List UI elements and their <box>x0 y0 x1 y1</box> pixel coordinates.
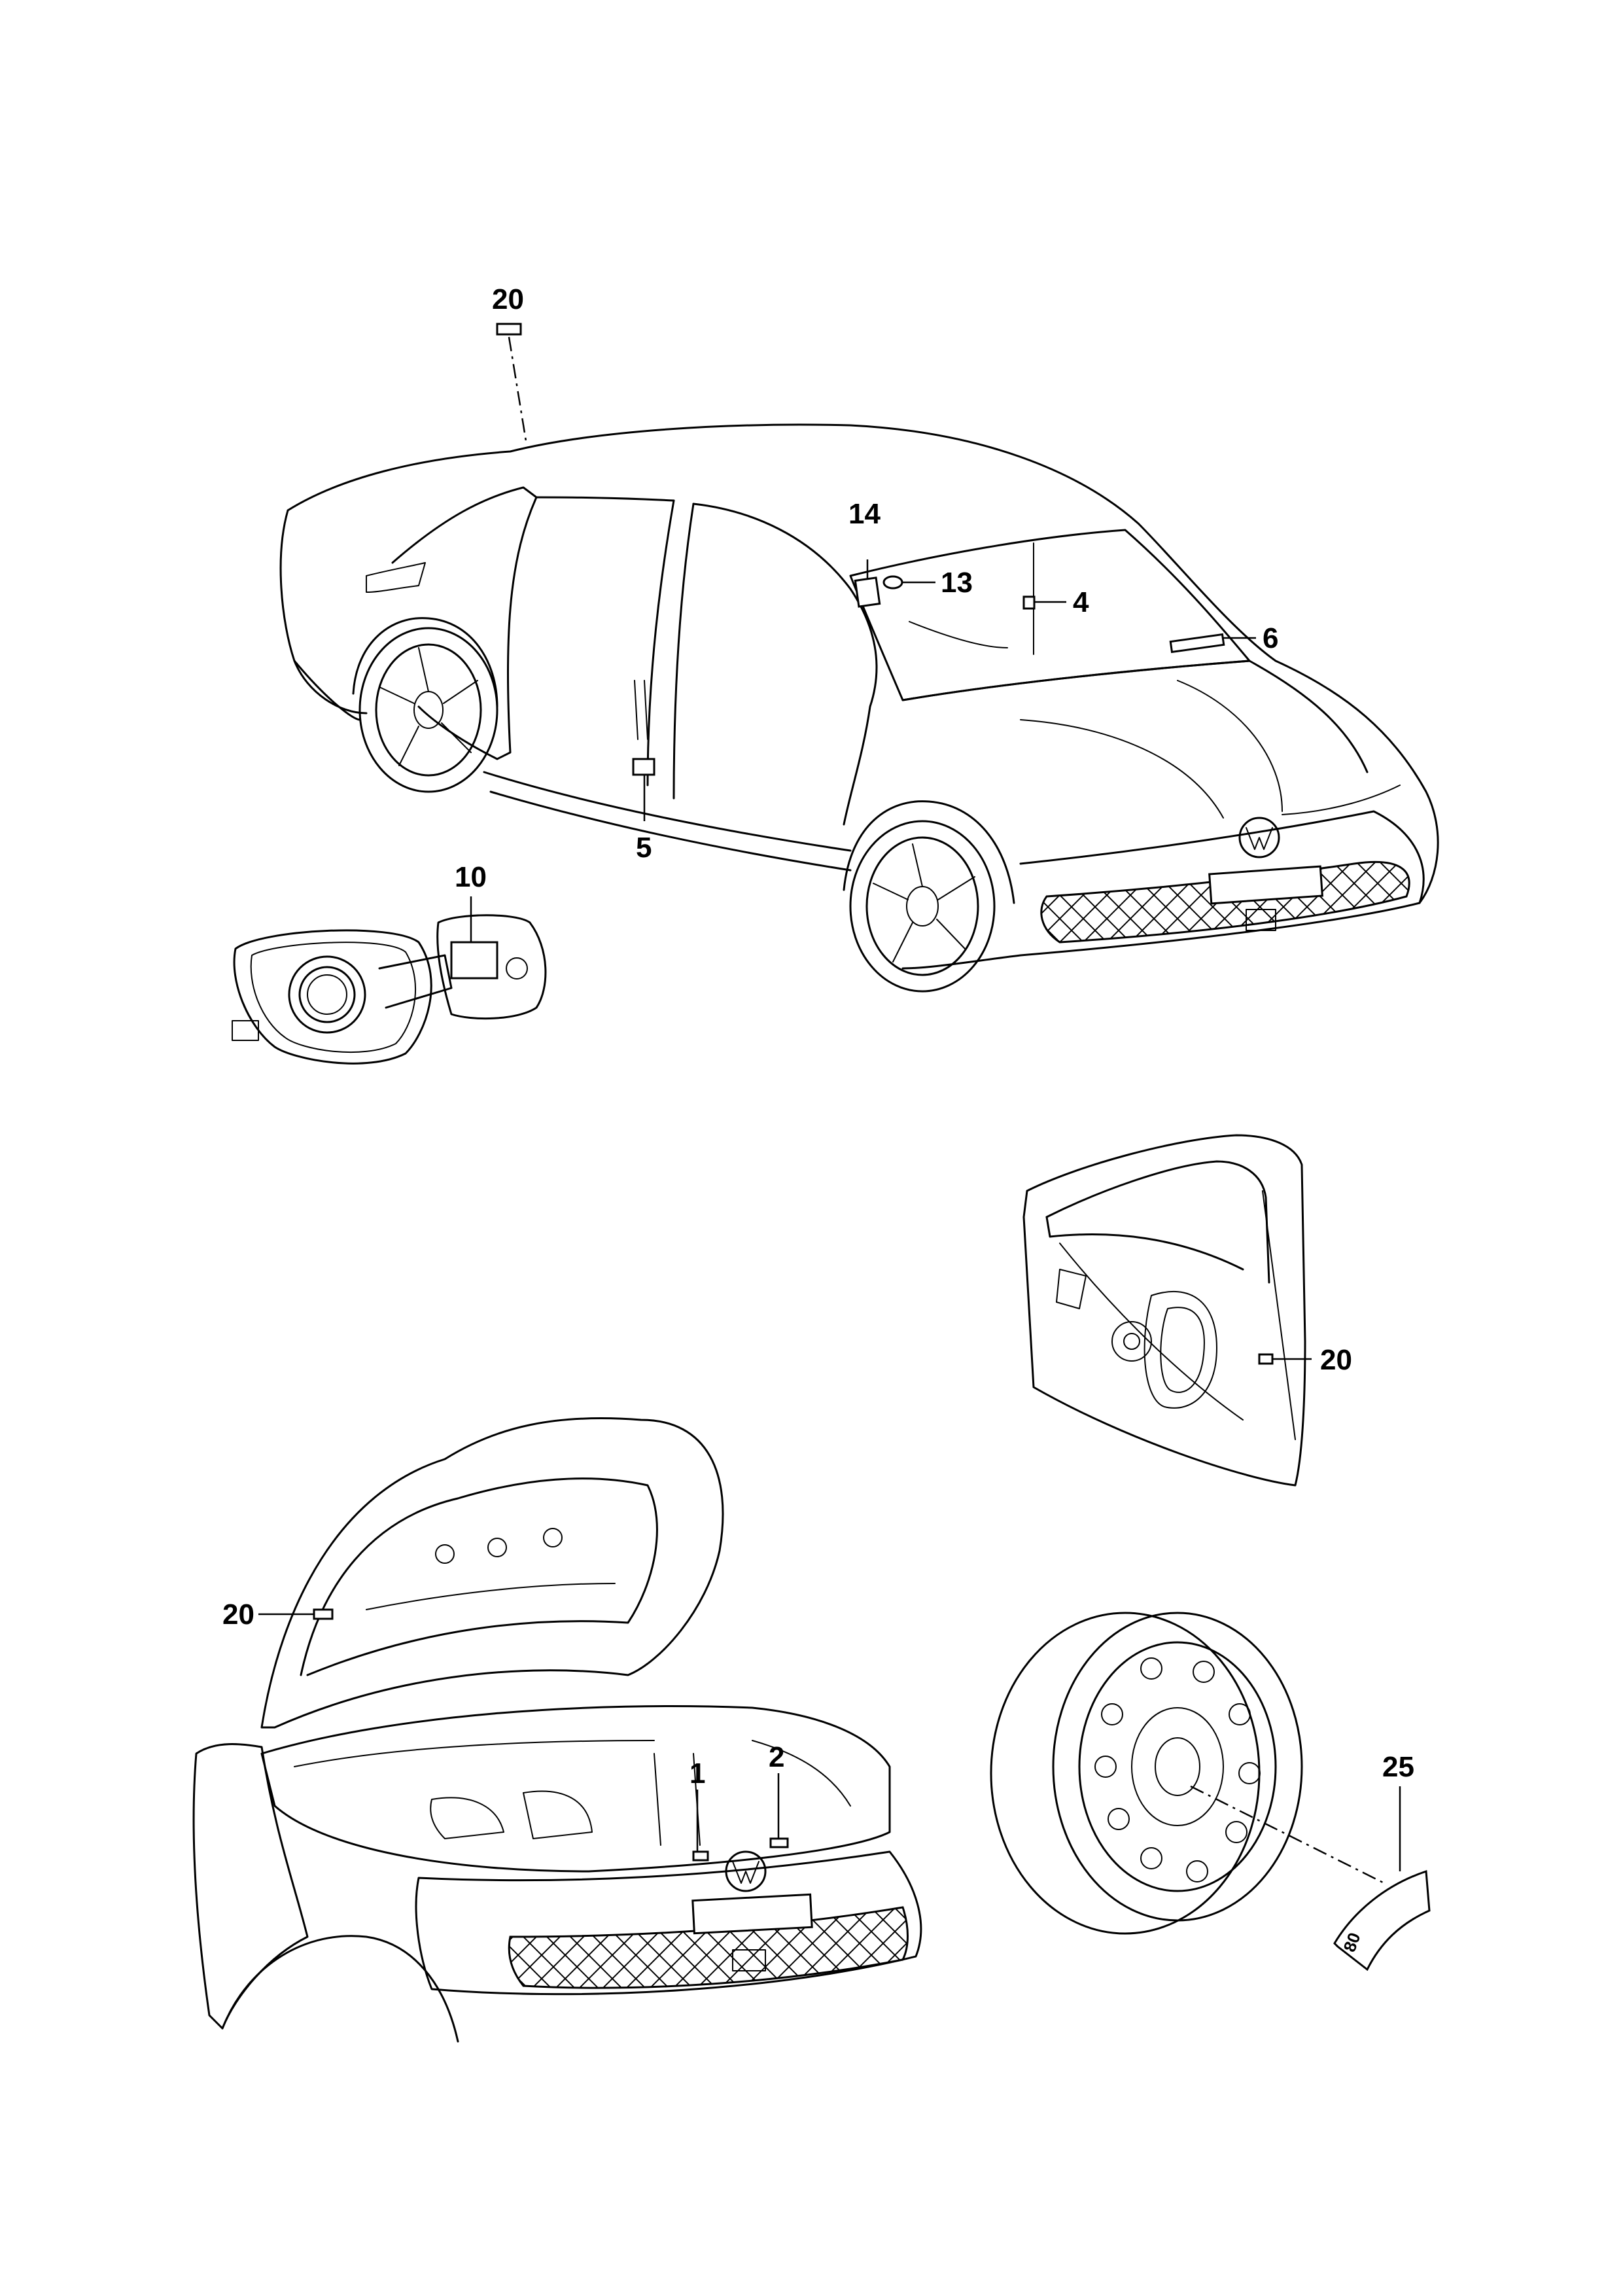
callout-4: 4 <box>1073 586 1089 618</box>
label-13-sticker <box>882 575 903 590</box>
fuel-flap-drawing <box>232 914 547 1065</box>
car-overview-drawing <box>279 323 1439 993</box>
callout-20-hood: 20 <box>222 1598 254 1631</box>
callout-13: 13 <box>941 567 973 599</box>
spare-wheel-drawing <box>990 1612 1431 1971</box>
callout-20-door: 20 <box>1320 1344 1352 1376</box>
engine-bay-drawing <box>192 1417 922 2043</box>
label-20-door-sticker <box>1258 1353 1274 1365</box>
label-2-sticker <box>769 1837 789 1848</box>
label-4-sticker <box>1022 595 1036 610</box>
label-20-hood-sticker <box>313 1608 334 1620</box>
label-1-sticker <box>692 1850 709 1862</box>
front-door-drawing <box>1022 1134 1306 1487</box>
callout-25: 25 <box>1382 1751 1414 1783</box>
callout-20-roof: 20 <box>492 283 524 315</box>
vw-emblem-bay <box>725 1850 767 1892</box>
label-25-speed-sticker <box>1333 1869 1431 1971</box>
label-10-sticker <box>450 941 498 980</box>
callout-6: 6 <box>1263 622 1278 654</box>
label-14-sticker <box>854 576 881 608</box>
rear-wheel <box>358 627 498 793</box>
callout-10: 10 <box>455 861 487 893</box>
callout-14: 14 <box>848 498 881 530</box>
leader-lines <box>258 559 1401 1871</box>
callout-2: 2 <box>769 1741 784 1773</box>
callout-1: 1 <box>689 1757 705 1790</box>
label-6-sticker <box>1169 633 1225 654</box>
label-20-roof-sticker <box>496 323 522 336</box>
vw-emblem-car <box>1238 817 1280 858</box>
front-wheel <box>849 820 996 993</box>
label-5-sticker <box>632 758 655 776</box>
callout-5: 5 <box>636 832 652 864</box>
